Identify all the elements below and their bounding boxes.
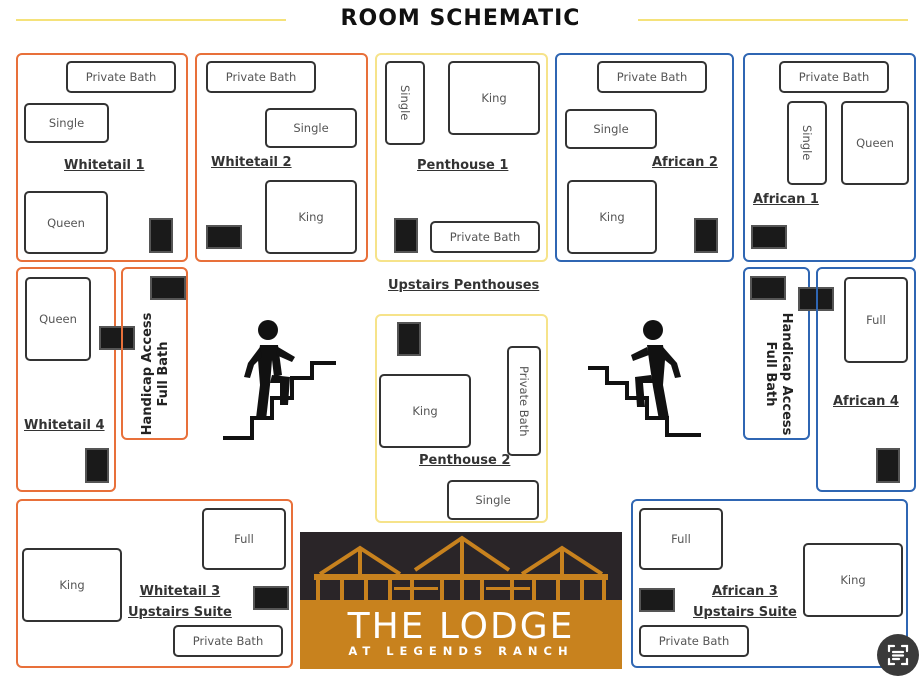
upstairs-penthouses-label: Upstairs Penthouses — [388, 278, 540, 293]
person-climbing-stairs-icon — [223, 320, 336, 440]
private-bath: Private Bath — [507, 346, 541, 456]
room-penthouse-2: Private Bath King Penthouse 2 Single — [375, 314, 548, 523]
room-african-3: Full King African 3 Upstairs Suite Priva… — [631, 499, 908, 668]
bed-king: King — [265, 180, 357, 254]
person-climbing-stairs-icon — [588, 320, 701, 437]
room-african-2: Private Bath Single African 2 King — [555, 53, 734, 262]
window-icon — [99, 326, 135, 350]
private-bath: Private Bath — [779, 61, 889, 93]
handicap-bath-label: Handicap Access Full Bath — [763, 312, 794, 436]
room-name: Whitetail 3 Upstairs Suite — [128, 584, 232, 620]
door-icon — [85, 448, 109, 483]
header-line-right — [638, 19, 908, 21]
room-name: African 1 — [753, 192, 819, 207]
door-icon — [394, 218, 418, 253]
room-whitetail-2: Private Bath Single Whitetail 2 King — [195, 53, 368, 262]
bed-king: King — [22, 548, 122, 622]
window-icon — [750, 276, 786, 300]
bed-king: King — [448, 61, 540, 135]
room-african-1: Private Bath Single Queen African 1 — [743, 53, 916, 262]
bed-queen: Queen — [841, 101, 909, 185]
room-handicap-bath-right: Handicap Access Full Bath — [743, 267, 810, 440]
door-icon — [876, 448, 900, 483]
room-whitetail-1: Private Bath Single Whitetail 1 Queen — [16, 53, 188, 262]
lodge-building-icon — [314, 535, 608, 600]
scan-text-button[interactable] — [877, 634, 919, 676]
room-name: Whitetail 1 — [64, 158, 145, 173]
door-icon — [149, 218, 173, 253]
window-icon — [639, 588, 675, 612]
bed-king: King — [803, 543, 903, 617]
room-whitetail-4: Queen Whitetail 4 — [16, 267, 116, 492]
scan-text-icon — [887, 644, 909, 666]
room-name: African 4 — [833, 394, 899, 409]
private-bath: Private Bath — [639, 625, 749, 657]
bed-king: King — [567, 180, 657, 254]
bed-single: Single — [24, 103, 109, 143]
window-icon — [150, 276, 186, 300]
private-bath: Private Bath — [430, 221, 540, 253]
room-penthouse-1: Single King Penthouse 1 Private Bath — [375, 53, 548, 262]
window-icon — [751, 225, 787, 249]
room-name: African 3 Upstairs Suite — [693, 584, 797, 620]
logo-subtitle: AT LEGENDS RANCH — [348, 644, 574, 658]
private-bath: Private Bath — [597, 61, 707, 93]
room-african-4: Full African 4 — [816, 267, 916, 492]
lodge-logo: THE LODGE AT LEGENDS RANCH — [300, 532, 622, 669]
bed-full: Full — [844, 277, 908, 363]
bed-queen: Queen — [24, 191, 108, 254]
room-name: Whitetail 2 — [211, 155, 292, 170]
bed-full: Full — [639, 508, 723, 570]
bed-queen: Queen — [25, 277, 91, 361]
bed-single: Single — [385, 61, 425, 145]
bed-king: King — [379, 374, 471, 448]
page-title: ROOM SCHEMATIC — [340, 6, 581, 31]
room-name: African 2 — [652, 155, 718, 170]
bed-single: Single — [265, 108, 357, 148]
room-handicap-bath-left: Handicap Access Full Bath — [121, 267, 188, 440]
bed-full: Full — [202, 508, 286, 570]
window-icon — [253, 586, 289, 610]
bed-single: Single — [447, 480, 539, 520]
handicap-bath-label: Handicap Access Full Bath — [140, 312, 171, 436]
door-icon — [397, 322, 421, 356]
bed-single: Single — [565, 109, 657, 149]
logo-title: THE LODGE — [347, 606, 575, 647]
bed-single: Single — [787, 101, 827, 185]
private-bath: Private Bath — [206, 61, 316, 93]
private-bath: Private Bath — [173, 625, 283, 657]
private-bath: Private Bath — [66, 61, 176, 93]
header-line-left — [16, 19, 286, 21]
room-name: Penthouse 1 — [417, 158, 509, 173]
room-name: Penthouse 2 — [419, 453, 511, 468]
room-name: Whitetail 4 — [24, 418, 105, 433]
door-icon — [694, 218, 718, 253]
window-icon — [206, 225, 242, 249]
room-whitetail-3: Full King Whitetail 3 Upstairs Suite Pri… — [16, 499, 293, 668]
